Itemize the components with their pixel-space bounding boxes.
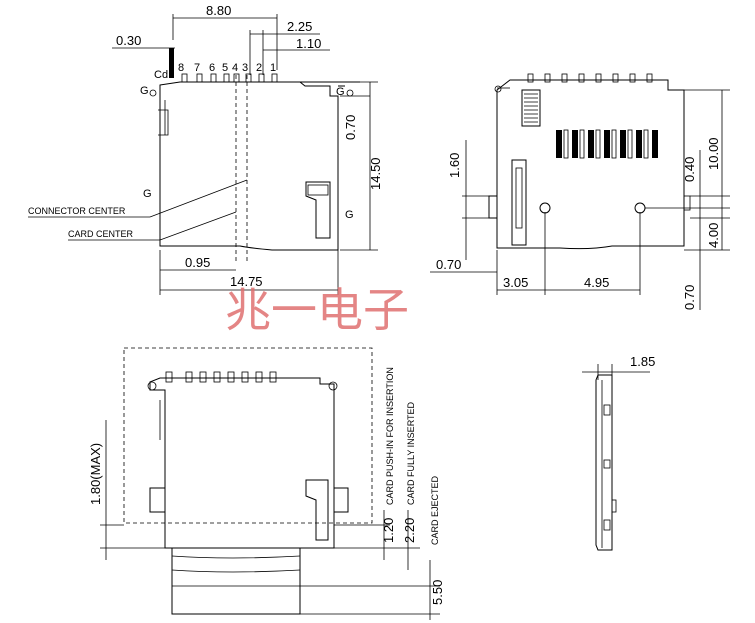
hole-right xyxy=(634,202,646,214)
pin-label-5: 5 xyxy=(222,62,228,74)
note-card-push-in: CARD PUSH-IN FOR INSERTION xyxy=(385,367,395,505)
pin-label-cd: Cd xyxy=(154,69,168,81)
insertion-ejector xyxy=(305,479,329,541)
dim-1-60: 1.60 xyxy=(447,153,462,178)
contact-strip xyxy=(521,89,541,127)
note-card-fully-inserted: CARD FULLY INSERTED xyxy=(406,401,416,505)
card-center-note: CARD CENTER xyxy=(68,229,134,239)
pin-contacts xyxy=(181,73,278,83)
dim-4-95: 4.95 xyxy=(584,275,609,290)
dim-14-50: 14.50 xyxy=(368,157,383,190)
insertion-body-outline xyxy=(149,377,335,549)
pin-label-3: 3 xyxy=(242,62,248,74)
pin-label-7: 7 xyxy=(194,62,200,74)
solder-pads xyxy=(556,129,658,159)
watermark-text: 兆一电子 xyxy=(225,283,409,337)
dim-5-50: 5.50 xyxy=(430,580,445,605)
dim-2-20: 2.20 xyxy=(402,518,417,543)
dim-1-80-max: 1.80(MAX) xyxy=(88,443,103,505)
pin-label-6: 6 xyxy=(209,62,215,74)
ground-label-top-right: G xyxy=(336,86,345,98)
dim-10-00: 10.00 xyxy=(706,137,721,170)
dim-1-10: 1.10 xyxy=(296,36,321,51)
connector-center-note: CONNECTOR CENTER xyxy=(28,206,126,216)
dim-0-30: 0.30 xyxy=(116,33,141,48)
pin-label-4: 4 xyxy=(232,62,238,74)
left-slot xyxy=(511,159,527,246)
ground-label-top-left: G xyxy=(140,85,149,97)
hole-left xyxy=(539,202,551,214)
dim-8-80: 8.80 xyxy=(206,3,231,18)
note-card-ejected: CARD EJECTED xyxy=(430,475,440,545)
dim-2-25: 2.25 xyxy=(287,19,312,34)
left-tab xyxy=(488,195,498,219)
pad-body-outline xyxy=(496,79,685,250)
dim-4-00: 4.00 xyxy=(706,223,721,248)
pin-cd-marker xyxy=(169,48,174,78)
dim-0-70-left: 0.70 xyxy=(436,257,461,272)
pin-label-1: 1 xyxy=(270,62,276,74)
pin-label-2: 2 xyxy=(256,62,262,74)
dim-0-70-right: 0.70 xyxy=(682,285,697,310)
card-outline-dashed xyxy=(123,347,373,524)
dim-14-75: 14.75 xyxy=(230,274,263,289)
dim-0-70-top: 0.70 xyxy=(343,115,358,140)
connector-body-outline xyxy=(159,81,339,251)
ejector-slot xyxy=(305,181,331,239)
dim-1-85: 1.85 xyxy=(630,354,655,369)
bottom-pad-view: 1.60 0.70 3.05 4.95 0.40 10.00 4.00 0.70 xyxy=(430,73,730,310)
insertion-pin-row xyxy=(165,371,277,383)
ground-label-mid-left: G xyxy=(143,188,152,200)
ground-label-mid-right: G xyxy=(345,209,354,221)
top-pin-row xyxy=(527,73,653,83)
dim-1-20: 1.20 xyxy=(381,518,396,543)
insertion-view: 1.80(MAX) 1.20 CARD PUSH-IN FOR INSERTIO… xyxy=(88,347,445,620)
dim-0-40: 0.40 xyxy=(682,157,697,182)
dim-3-05: 3.05 xyxy=(503,275,528,290)
top-view: 8.80 2.25 1.10 0.30 Cd 8 7 6 5 4 3 2 1 xyxy=(28,3,383,295)
dim-0-95: 0.95 xyxy=(185,255,210,270)
pin-label-8: 8 xyxy=(178,62,184,74)
side-view: 1.85 xyxy=(582,354,655,551)
